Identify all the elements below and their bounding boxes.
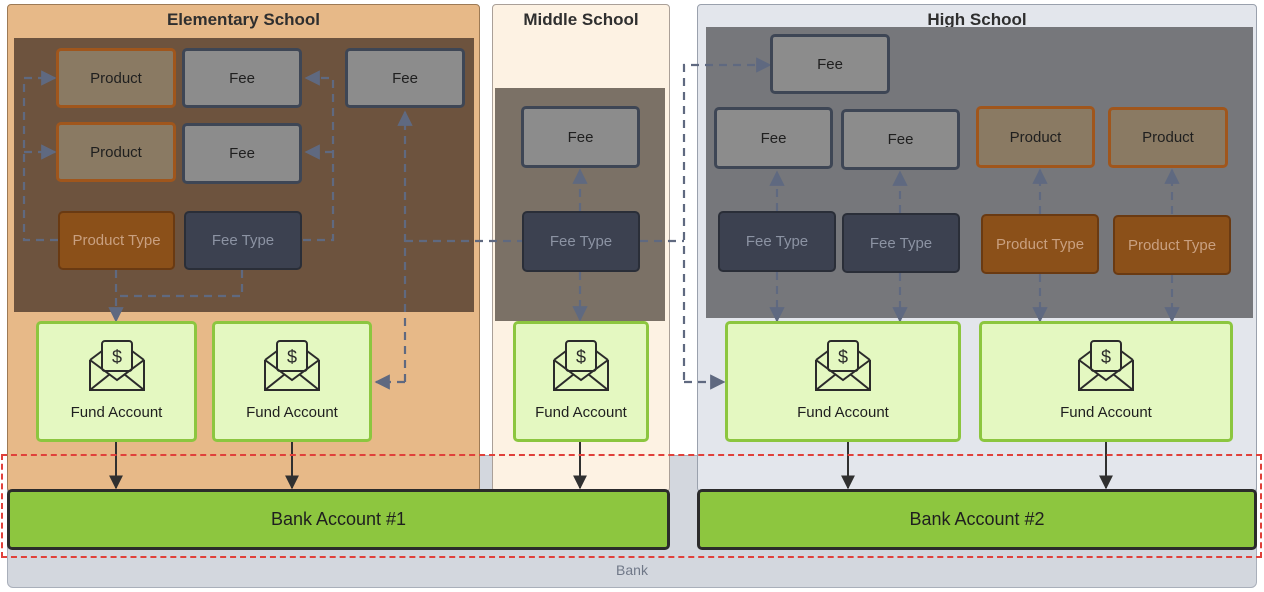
elementary-school-title: Elementary School bbox=[166, 10, 321, 29]
highlight-region bbox=[1, 454, 1262, 558]
high-product-1: Product bbox=[976, 106, 1095, 168]
elementary-fee-1: Fee bbox=[182, 48, 302, 108]
svg-text:$: $ bbox=[287, 347, 297, 367]
high-fee-1: Fee bbox=[714, 107, 833, 169]
middle-fee-type: Fee Type bbox=[522, 211, 640, 272]
fund-account-4: $ Fund Account bbox=[725, 321, 961, 442]
svg-text:$: $ bbox=[1101, 347, 1111, 367]
fund-account-5: $ Fund Account bbox=[979, 321, 1233, 442]
high-product-2: Product bbox=[1108, 107, 1228, 168]
high-product-type-1: Product Type bbox=[981, 214, 1099, 274]
money-envelope-icon: $ bbox=[815, 340, 871, 391]
fund-account-1: $ Fund Account bbox=[36, 321, 197, 442]
elementary-fee-2: Fee bbox=[182, 123, 302, 184]
high-fee-type-1: Fee Type bbox=[718, 211, 836, 272]
elementary-product-type: Product Type bbox=[58, 211, 175, 270]
money-envelope-icon: $ bbox=[264, 340, 320, 391]
elementary-fee-3: Fee bbox=[345, 48, 465, 108]
middle-fee: Fee bbox=[521, 106, 640, 168]
svg-text:$: $ bbox=[838, 347, 848, 367]
money-envelope-icon: $ bbox=[88, 340, 145, 391]
fund-account-label: Fund Account bbox=[1060, 404, 1152, 421]
bank-account-1: Bank Account #1 bbox=[7, 489, 670, 550]
bank-label: Bank bbox=[616, 562, 648, 578]
fund-account-label: Fund Account bbox=[70, 404, 163, 421]
fund-account-label: Fund Account bbox=[797, 404, 889, 421]
svg-text:$: $ bbox=[111, 347, 121, 367]
high-fee-2: Fee bbox=[841, 109, 960, 170]
high-product-type-2: Product Type bbox=[1113, 215, 1231, 275]
fund-account-2: $ Fund Account bbox=[212, 321, 372, 442]
fund-account-label: Fund Account bbox=[246, 404, 338, 421]
elementary-fee-type: Fee Type bbox=[184, 211, 302, 270]
svg-text:$: $ bbox=[576, 347, 586, 367]
high-school-title: High School bbox=[927, 10, 1027, 29]
fund-account-label: Fund Account bbox=[535, 404, 627, 421]
high-fee-type-2: Fee Type bbox=[842, 213, 960, 273]
money-envelope-icon: $ bbox=[1078, 340, 1134, 391]
middle-school-title: Middle School bbox=[523, 10, 639, 29]
fund-account-3: $ Fund Account bbox=[513, 321, 649, 442]
elementary-product-1: Product bbox=[56, 48, 176, 108]
elementary-product-2: Product bbox=[56, 122, 176, 182]
high-fee-top: Fee bbox=[770, 34, 890, 94]
bank-account-2: Bank Account #2 bbox=[697, 489, 1257, 550]
money-envelope-icon: $ bbox=[553, 340, 609, 391]
